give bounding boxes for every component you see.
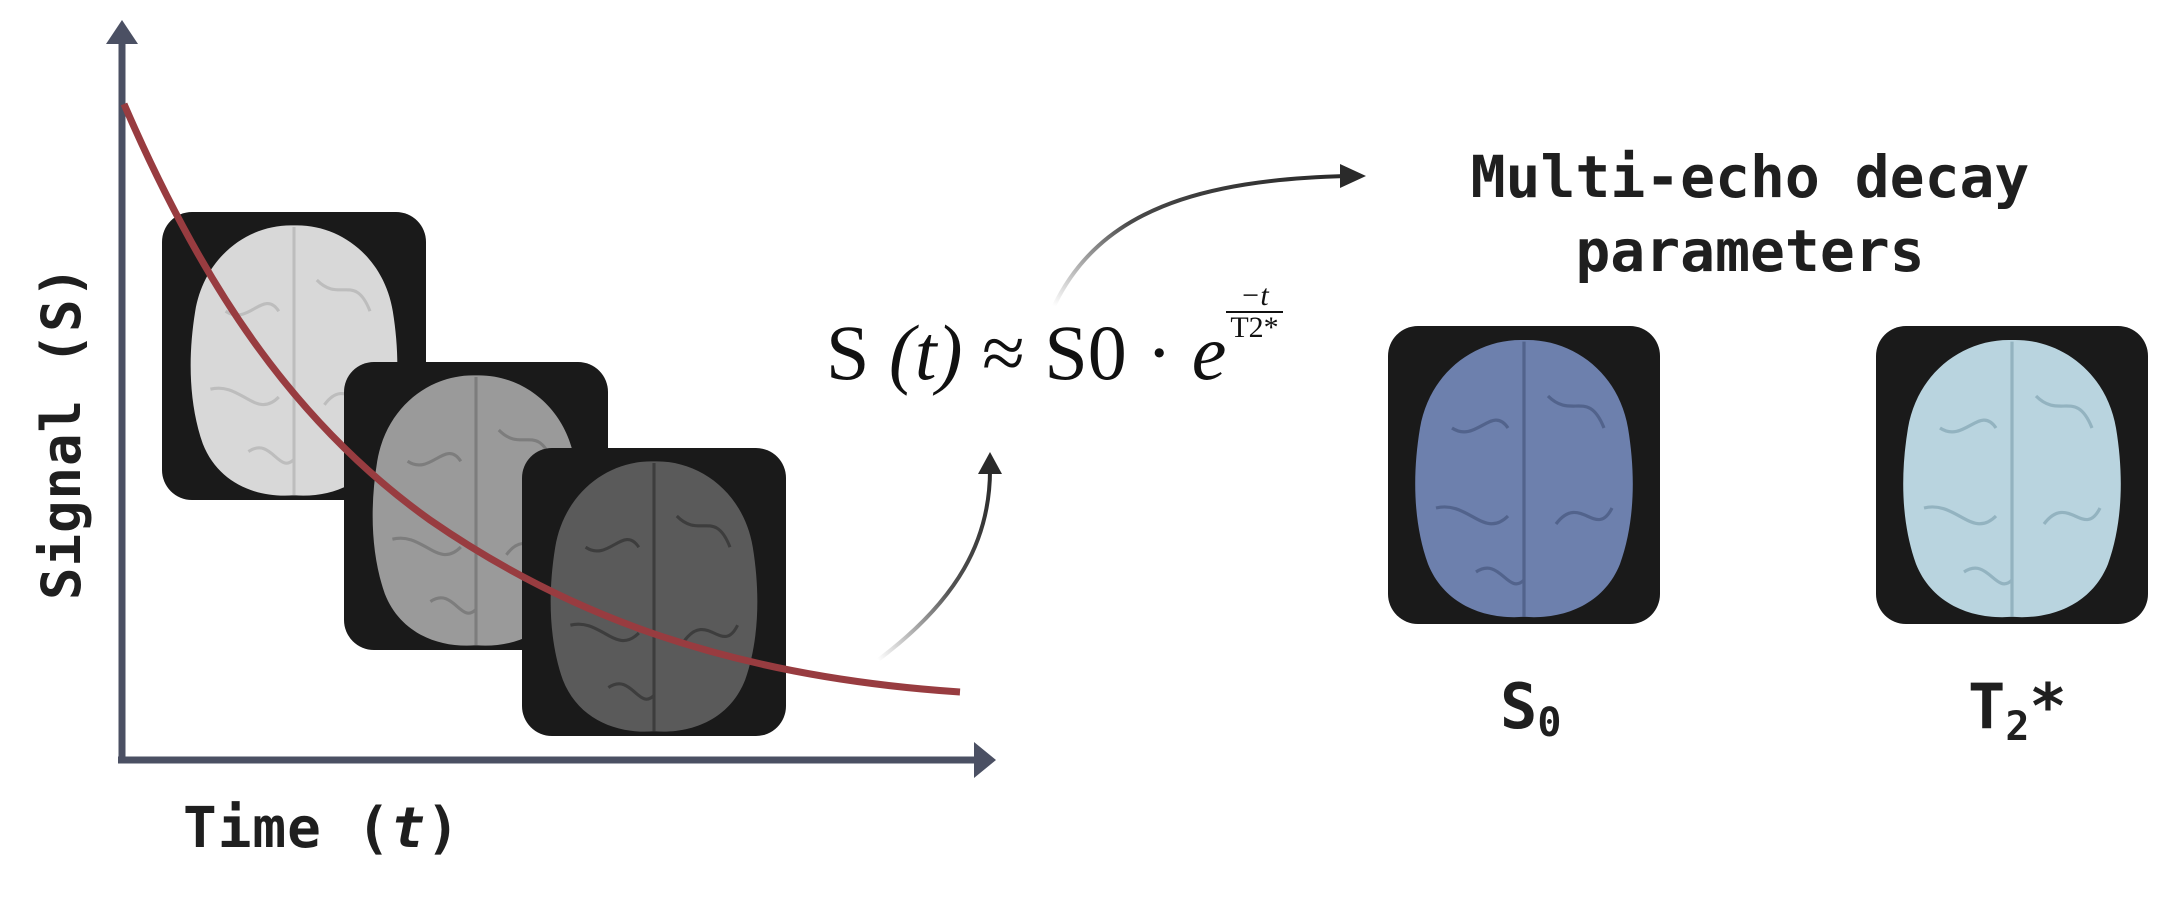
y-axis bbox=[106, 20, 138, 760]
formula-lhs: S bbox=[826, 309, 870, 396]
x-axis-label-prefix: Time ( bbox=[183, 796, 392, 861]
x-axis bbox=[118, 742, 996, 778]
t2-label-star: * bbox=[2029, 670, 2067, 743]
s0-label-main: S bbox=[1500, 670, 1538, 743]
x-axis-label: Time (t) bbox=[183, 796, 461, 861]
formula-exp-den: T2* bbox=[1230, 311, 1279, 344]
t2-label-main: T bbox=[1968, 670, 2006, 743]
formula-lhs-var: (t) bbox=[888, 309, 963, 396]
title-line-1: Multi-echo decay bbox=[1470, 143, 2030, 211]
y-axis-label: Signal (S) bbox=[30, 264, 93, 600]
formula-exp-base: e bbox=[1191, 309, 1227, 396]
curved-arrow-icon bbox=[876, 452, 1002, 662]
formula-rhs: S0 · bbox=[1044, 309, 1173, 396]
s0-label: S0 bbox=[1500, 670, 1561, 746]
brain-icon bbox=[550, 461, 758, 732]
brain-icon bbox=[1903, 339, 2121, 618]
formula-approx: ≈ bbox=[982, 309, 1025, 396]
echo-tile-3 bbox=[522, 448, 786, 736]
s0-map-tile bbox=[1388, 326, 1660, 624]
s0-label-sub: 0 bbox=[1537, 700, 1562, 746]
curved-arrow-icon bbox=[1052, 164, 1366, 307]
title-line-2: parameters bbox=[1575, 217, 1925, 285]
brain-icon bbox=[1415, 339, 1633, 618]
t2star-map-tile bbox=[1876, 326, 2148, 624]
t2star-label: T2* bbox=[1968, 670, 2067, 750]
t2-label-sub: 2 bbox=[2005, 704, 2030, 750]
formula-exp-num: −t bbox=[1226, 281, 1283, 313]
x-axis-label-suffix: ) bbox=[426, 796, 461, 861]
decay-curve bbox=[120, 102, 961, 696]
brain-icon bbox=[190, 225, 398, 496]
diagram-title: Multi-echo decay parameters bbox=[1400, 140, 2100, 288]
x-axis-label-var: t bbox=[391, 796, 427, 861]
brain-icon bbox=[372, 375, 580, 646]
